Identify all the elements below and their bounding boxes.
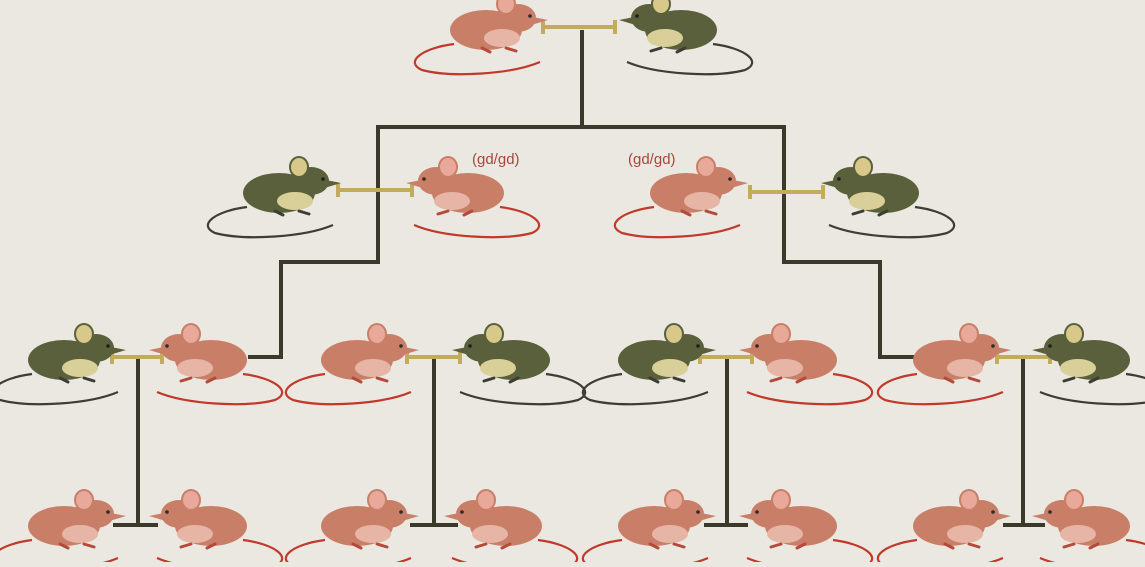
mutant-mouse-icon [878,490,1011,562]
mutant-mouse-icon [149,324,282,404]
mutant-mouse-icon [444,490,577,562]
mutant-mouse-icon [415,0,548,74]
pedigree-lines [113,30,1045,525]
wild-type-mouse-icon [452,324,585,404]
wild-type-mouse-icon [0,324,126,404]
mutant-mouse-icon [739,324,872,404]
bone-connector-icon [750,185,823,199]
mutant-mouse-icon [0,490,126,562]
mutant-mouse-icon [286,490,419,562]
mutant-mouse-icon [583,490,716,562]
mutant-mouse-icon [1032,490,1145,562]
genotype-label-left: (gd/gd) [472,151,520,168]
mutant-mouse-icon [149,490,282,562]
genotype-label-right: (gd/gd) [628,151,676,168]
wild-type-mouse-icon [619,0,752,74]
bone-connector-icon [543,20,615,34]
mutant-mouse-icon [406,157,539,237]
mutant-mouse-icon [878,324,1011,404]
wild-type-mouse-icon [208,157,341,237]
mutant-mouse-icon [286,324,419,404]
bone-connector-icon [338,183,412,197]
wild-type-mouse-icon [1032,324,1145,404]
mutant-mouse-icon [615,157,748,237]
wild-type-mouse-icon [821,157,954,237]
wild-type-mouse-icon [583,324,716,404]
mutant-mouse-icon [739,490,872,562]
